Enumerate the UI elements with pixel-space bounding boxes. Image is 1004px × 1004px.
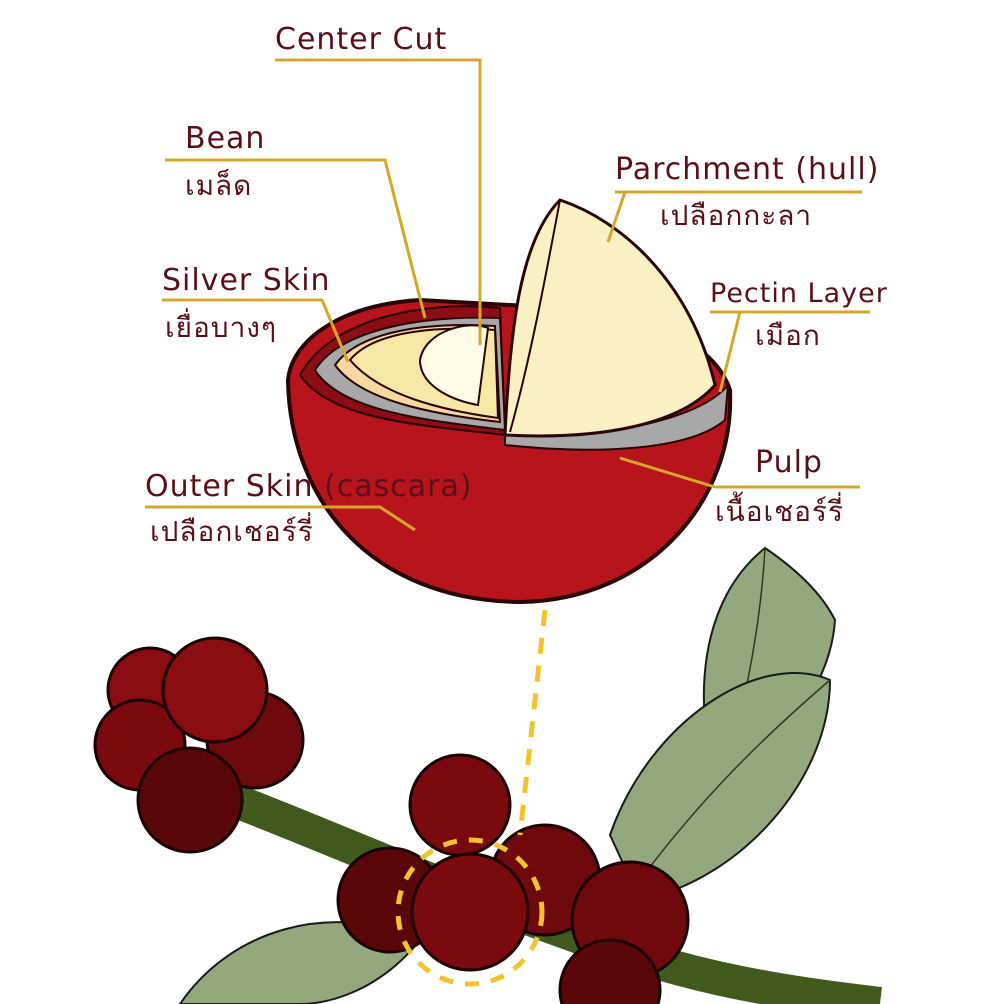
label-outer-skin-thai: เปลือกเชอร์รี่ xyxy=(150,515,314,548)
berry-cluster-left xyxy=(93,636,305,854)
label-bean: Bean xyxy=(185,121,266,156)
label-center-cut: Center Cut xyxy=(275,22,448,57)
label-parchment-thai: เปลือกกะลา xyxy=(660,199,813,232)
label-pulp: Pulp xyxy=(755,445,823,480)
connector-dotted-line xyxy=(517,609,548,836)
center-cut xyxy=(418,324,490,407)
leader-lines xyxy=(145,58,870,532)
label-pectin-layer: Pectin Layer xyxy=(710,278,888,309)
label-pectin-layer-thai: เมือก xyxy=(755,319,821,352)
label-outer-skin: Outer Skin (cascara) xyxy=(145,469,473,504)
label-parchment: Parchment (hull) xyxy=(615,152,880,187)
label-silver-skin-thai: เยื่อบางๆ xyxy=(165,311,277,344)
label-bean-thai: เมล็ด xyxy=(185,169,253,202)
parchment-half xyxy=(503,198,717,438)
label-pulp-thai: เนื้อเชอร์รี่ xyxy=(715,495,844,528)
cherry-cross-section xyxy=(285,198,733,605)
berry-cluster-center xyxy=(336,753,690,1004)
highlight-dashed-circle xyxy=(395,837,545,987)
label-silver-skin: Silver Skin xyxy=(162,263,331,298)
leaves xyxy=(178,546,837,1004)
